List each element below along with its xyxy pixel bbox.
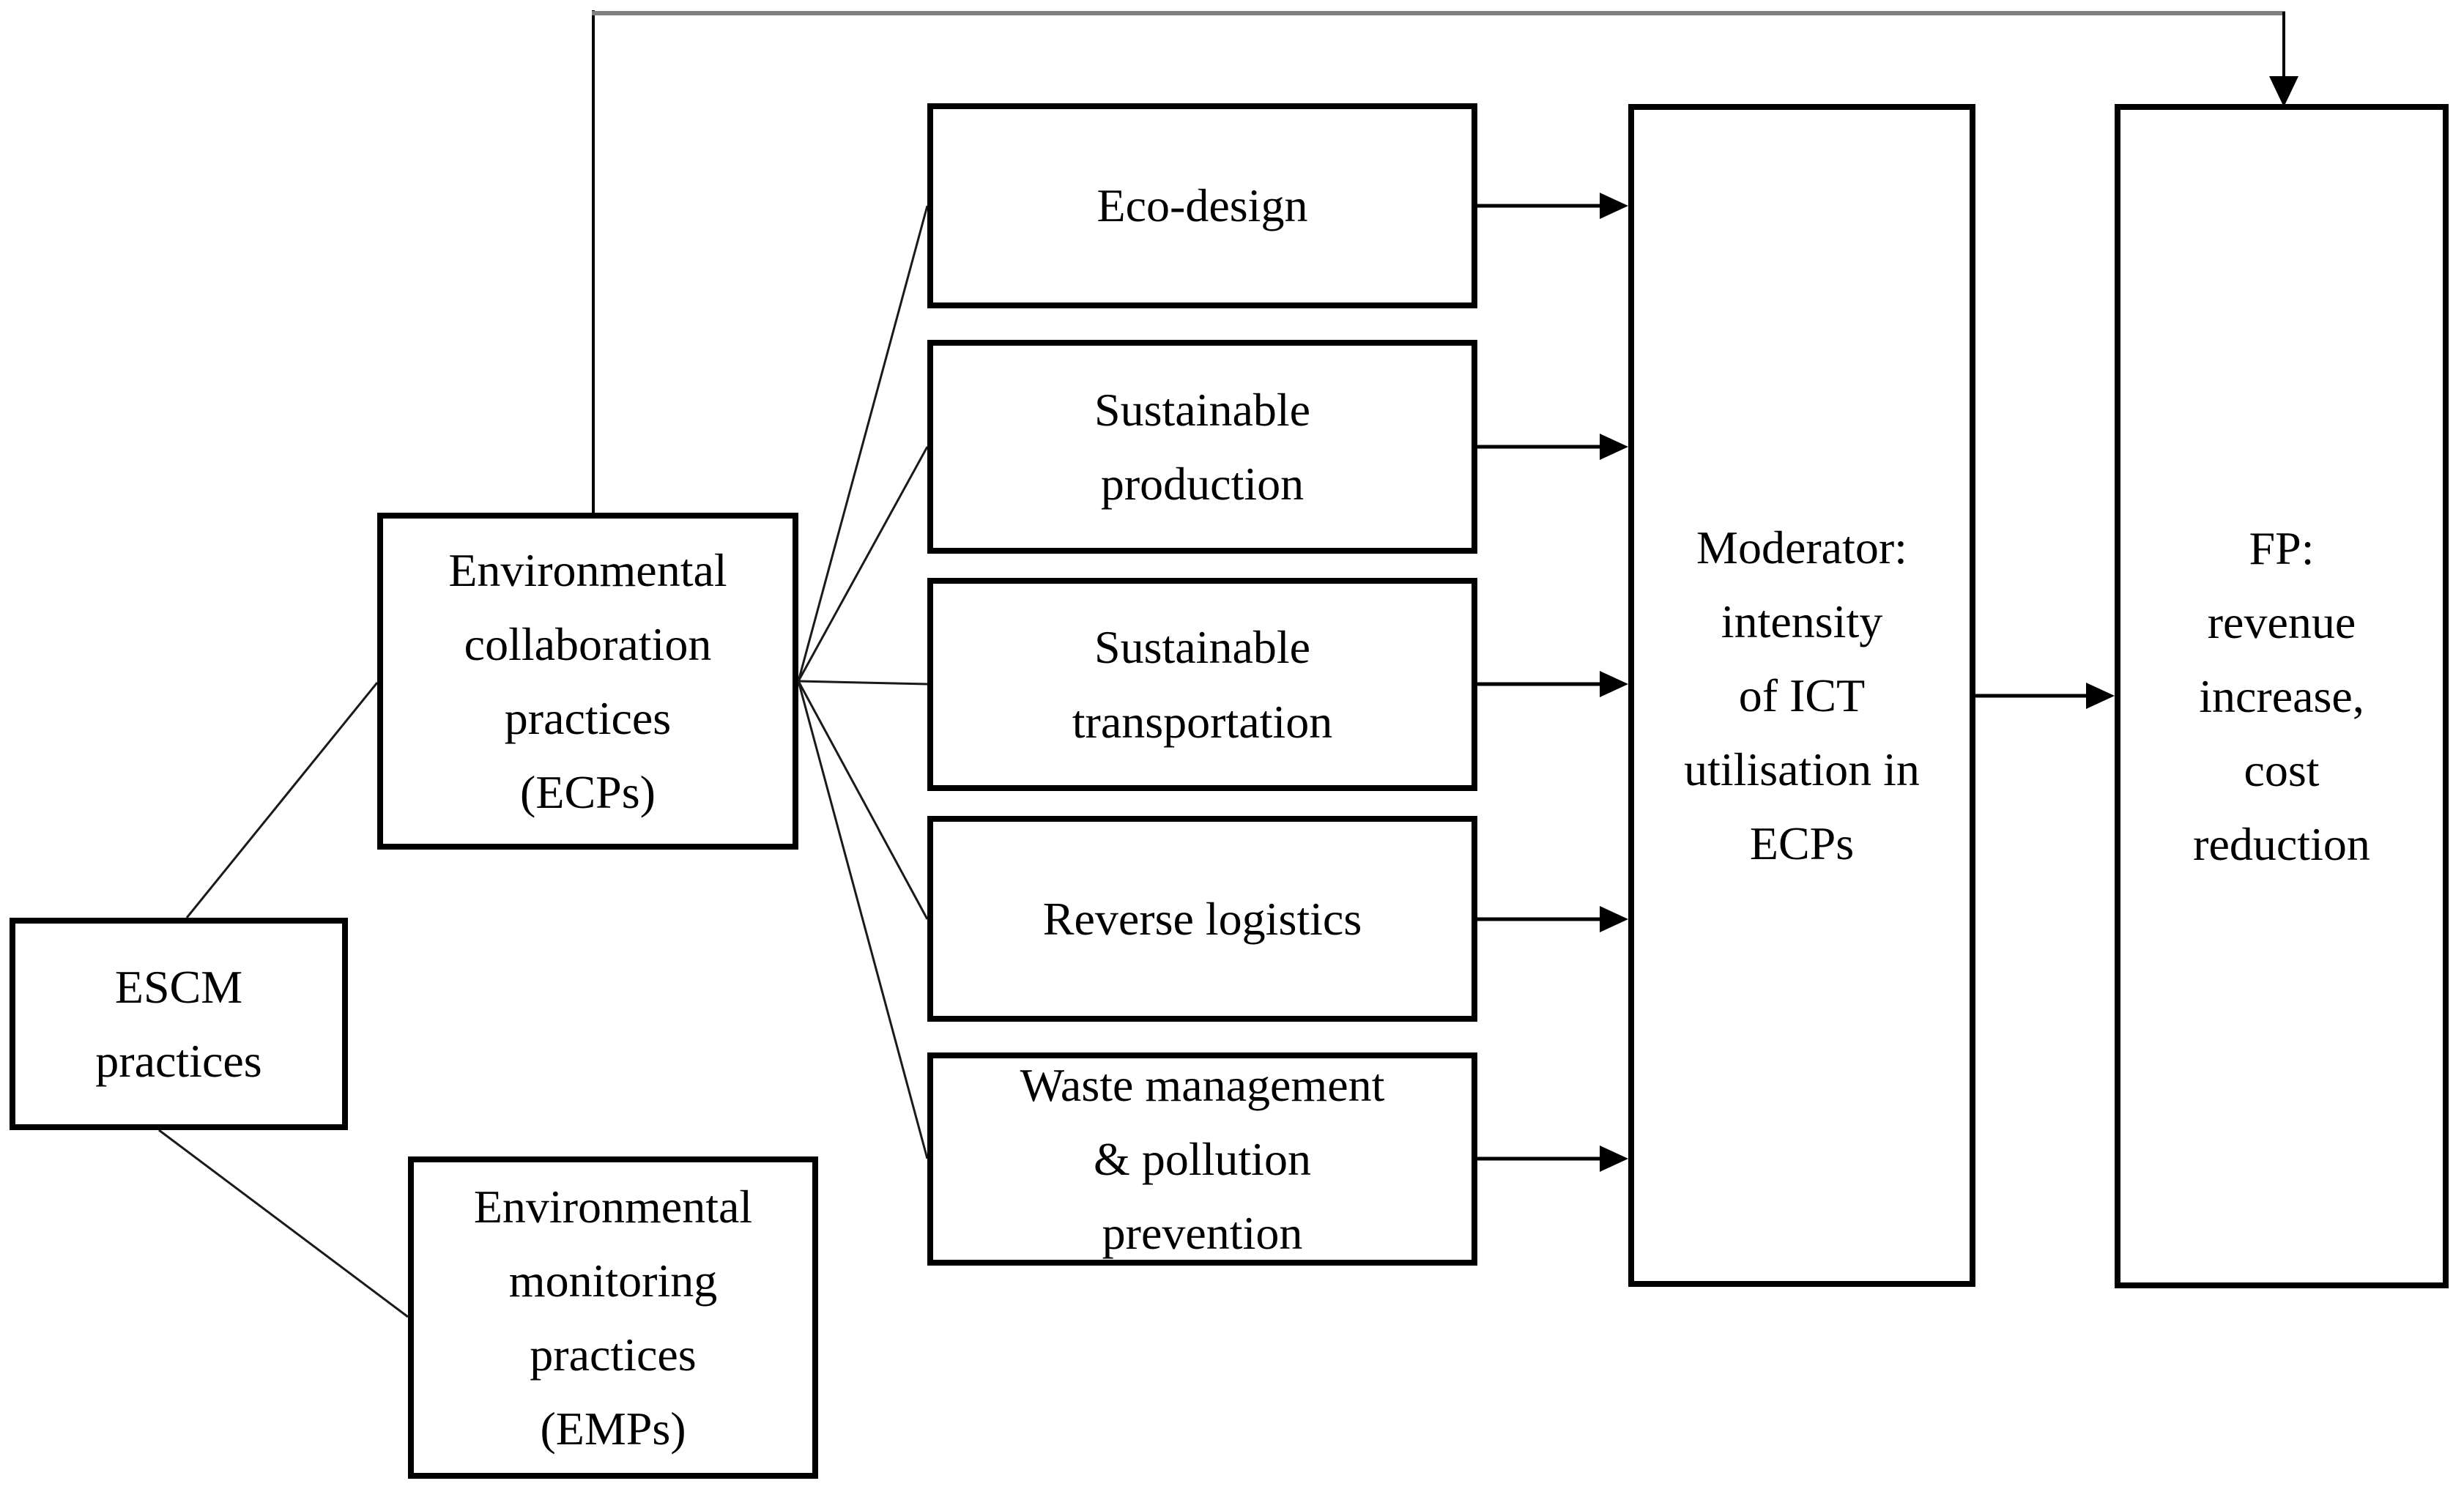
box-reverse-logistics: Reverse logistics	[927, 816, 1477, 1022]
box-escm-practices: ESCM practices	[10, 918, 348, 1130]
box-waste-management-pollution-prevention-label: Waste management & pollution prevention	[1020, 1058, 1385, 1260]
box-eco-design-label: Eco-design	[1096, 179, 1308, 232]
box-financial-performance-label: FP: revenue increase, cost reduction	[2193, 521, 2370, 871]
arrow-reverse-logistics-to-moderator	[1477, 906, 1628, 932]
box-moderator-ict-intensity-label: Moderator: intensity of ICT utilisation …	[1684, 521, 1920, 870]
box-environmental-monitoring-practices: Environmental monitoring practices (EMPs…	[408, 1156, 818, 1479]
box-eco-design: Eco-design	[927, 103, 1477, 308]
box-environmental-monitoring-practices-label: Environmental monitoring practices (EMPs…	[473, 1180, 753, 1455]
box-sustainable-production-label: Sustainable production	[1094, 383, 1311, 510]
box-sustainable-production: Sustainable production	[927, 340, 1477, 554]
connector-ecps-to-reverse-logistics	[797, 680, 929, 920]
box-environmental-collaboration-practices: Environmental collaboration practices (E…	[377, 513, 798, 850]
feedback-path-ecps-to-fp	[592, 10, 2298, 513]
connector-ecps-to-sustainable-transportation	[798, 680, 928, 686]
connector-ecps-to-eco-design	[797, 205, 929, 682]
arrow-waste-management-to-moderator	[1477, 1145, 1628, 1172]
arrow-moderator-to-fp	[1975, 683, 2115, 709]
box-waste-management-pollution-prevention: Waste management & pollution prevention	[927, 1052, 1477, 1266]
box-sustainable-transportation-label: Sustainable transportation	[1072, 621, 1333, 748]
box-escm-practices-label: ESCM practices	[95, 960, 262, 1087]
box-sustainable-transportation: Sustainable transportation	[927, 578, 1477, 791]
arrow-eco-design-to-moderator	[1477, 193, 1628, 219]
box-environmental-collaboration-practices-label: Environmental collaboration practices (E…	[448, 543, 727, 819]
arrow-sustainable-transportation-to-moderator	[1477, 671, 1628, 697]
box-reverse-logistics-label: Reverse logistics	[1042, 892, 1362, 945]
arrow-sustainable-production-to-moderator	[1477, 434, 1628, 460]
connector-escm-to-ecps	[185, 682, 379, 918]
box-moderator-ict-intensity: Moderator: intensity of ICT utilisation …	[1628, 104, 1975, 1287]
connector-ecps-to-waste-management	[797, 680, 929, 1159]
box-financial-performance: FP: revenue increase, cost reduction	[2115, 104, 2449, 1288]
connector-escm-to-emps	[158, 1129, 409, 1318]
connector-ecps-to-sustainable-production	[797, 446, 929, 682]
feedback-arrowhead	[2269, 76, 2298, 107]
